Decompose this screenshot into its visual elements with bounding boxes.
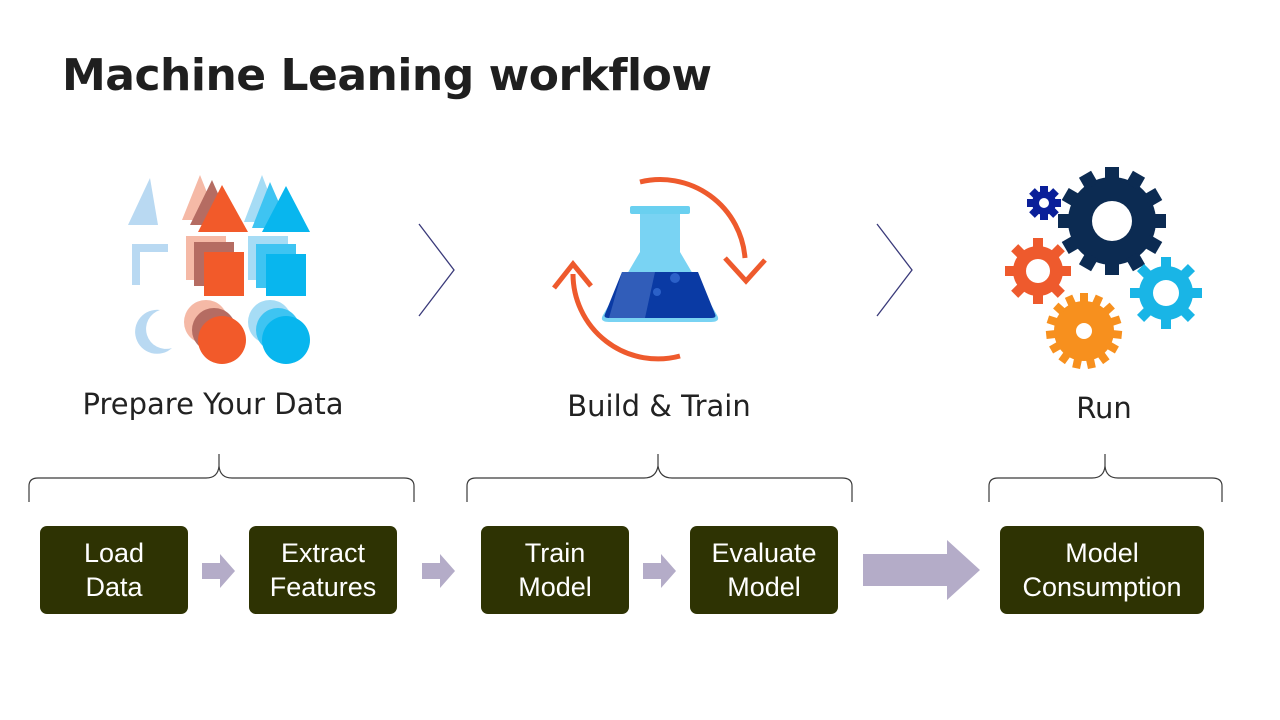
chevron-right-icon (876, 223, 913, 317)
brace-prepare (28, 454, 415, 502)
stage-label-build: Build & Train (567, 389, 751, 423)
gears-icon (1005, 167, 1202, 370)
flask-cycle-icon (552, 177, 767, 362)
step-line: Features (269, 572, 377, 602)
step-line: Model (518, 572, 592, 602)
brace-run (988, 454, 1223, 502)
step-line: Data (85, 572, 143, 602)
step-extract-features: Extract Features (249, 526, 397, 614)
step-line: Train (524, 538, 586, 568)
step-line: Consumption (1022, 572, 1182, 602)
page-title: Machine Leaning workflow (62, 50, 712, 101)
step-evaluate-model: Evaluate Model (690, 526, 838, 614)
step-model-consumption: Model Consumption (1000, 526, 1204, 614)
step-line: Model (727, 572, 801, 602)
arrow-right-icon (202, 554, 235, 588)
step-line: Extract (280, 538, 366, 568)
step-line: Evaluate (711, 538, 817, 568)
step-line: Model (1065, 538, 1139, 568)
step-train-model: Train Model (481, 526, 629, 614)
stage-label-prepare: Prepare Your Data (82, 387, 344, 421)
arrow-right-large-icon (863, 540, 980, 600)
arrow-right-icon (422, 554, 455, 588)
step-load-data: Load Data (40, 526, 188, 614)
arrow-right-icon (643, 554, 676, 588)
chevron-right-icon (418, 223, 455, 317)
stage-label-run: Run (1076, 391, 1132, 425)
shapes-data-icon (128, 175, 310, 364)
step-line: Load (83, 538, 145, 568)
brace-build (466, 454, 853, 502)
